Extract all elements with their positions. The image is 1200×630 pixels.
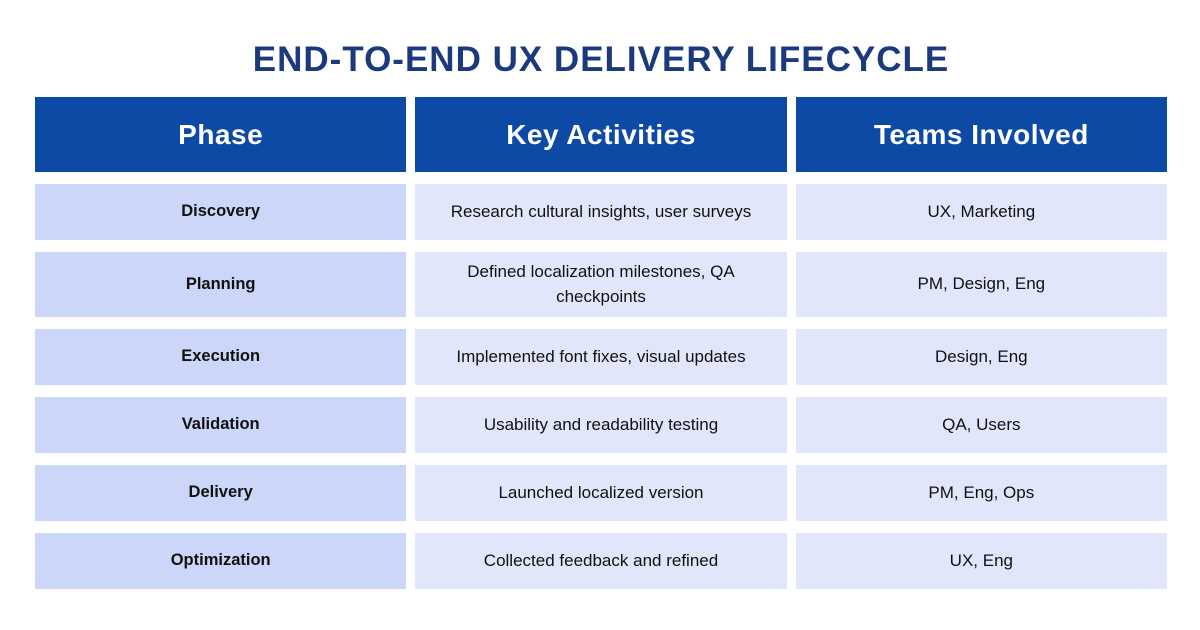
activities-cell: Implemented font fixes, visual updates bbox=[415, 329, 787, 386]
teams-cell: UX, Marketing bbox=[795, 184, 1167, 240]
page-title: END-TO-END UX DELIVERY LIFECYCLE bbox=[252, 40, 950, 79]
teams-cell: Design, Eng bbox=[795, 329, 1167, 386]
table-row-validation: Validation Usability and readability tes… bbox=[35, 397, 1167, 454]
column-header-teams-involved: Teams Involved bbox=[795, 97, 1167, 172]
activities-cell: Collected feedback and refined bbox=[415, 533, 787, 590]
phase-cell: Execution bbox=[35, 329, 407, 386]
table-row-planning: Planning Defined localization milestones… bbox=[35, 252, 1167, 318]
table-row-execution: Execution Implemented font fixes, visual… bbox=[35, 329, 1167, 386]
column-header-phase: Phase bbox=[35, 97, 407, 172]
table-row-delivery: Delivery Launched localized version PM, … bbox=[35, 465, 1167, 522]
teams-cell: PM, Eng, Ops bbox=[795, 465, 1167, 522]
teams-cell: UX, Eng bbox=[795, 533, 1167, 590]
phase-cell: Discovery bbox=[35, 184, 407, 240]
teams-cell: QA, Users bbox=[795, 397, 1167, 454]
lifecycle-table: Phase Key Activities Teams Involved Disc… bbox=[35, 97, 1167, 590]
activities-cell: Research cultural insights, user surveys bbox=[415, 184, 787, 240]
phase-cell: Validation bbox=[35, 397, 407, 454]
activities-cell: Launched localized version bbox=[415, 465, 787, 522]
table-row-discovery: Discovery Research cultural insights, us… bbox=[35, 184, 1167, 240]
activities-cell: Usability and readability testing bbox=[415, 397, 787, 454]
table-row-optimization: Optimization Collected feedback and refi… bbox=[35, 533, 1167, 590]
teams-cell: PM, Design, Eng bbox=[795, 252, 1167, 318]
phase-cell: Planning bbox=[35, 252, 407, 318]
phase-cell: Delivery bbox=[35, 465, 407, 522]
column-header-key-activities: Key Activities bbox=[415, 97, 787, 172]
table-header-row: Phase Key Activities Teams Involved bbox=[35, 97, 1167, 172]
activities-cell: Defined localization milestones, QA chec… bbox=[415, 252, 787, 318]
phase-cell: Optimization bbox=[35, 533, 407, 590]
